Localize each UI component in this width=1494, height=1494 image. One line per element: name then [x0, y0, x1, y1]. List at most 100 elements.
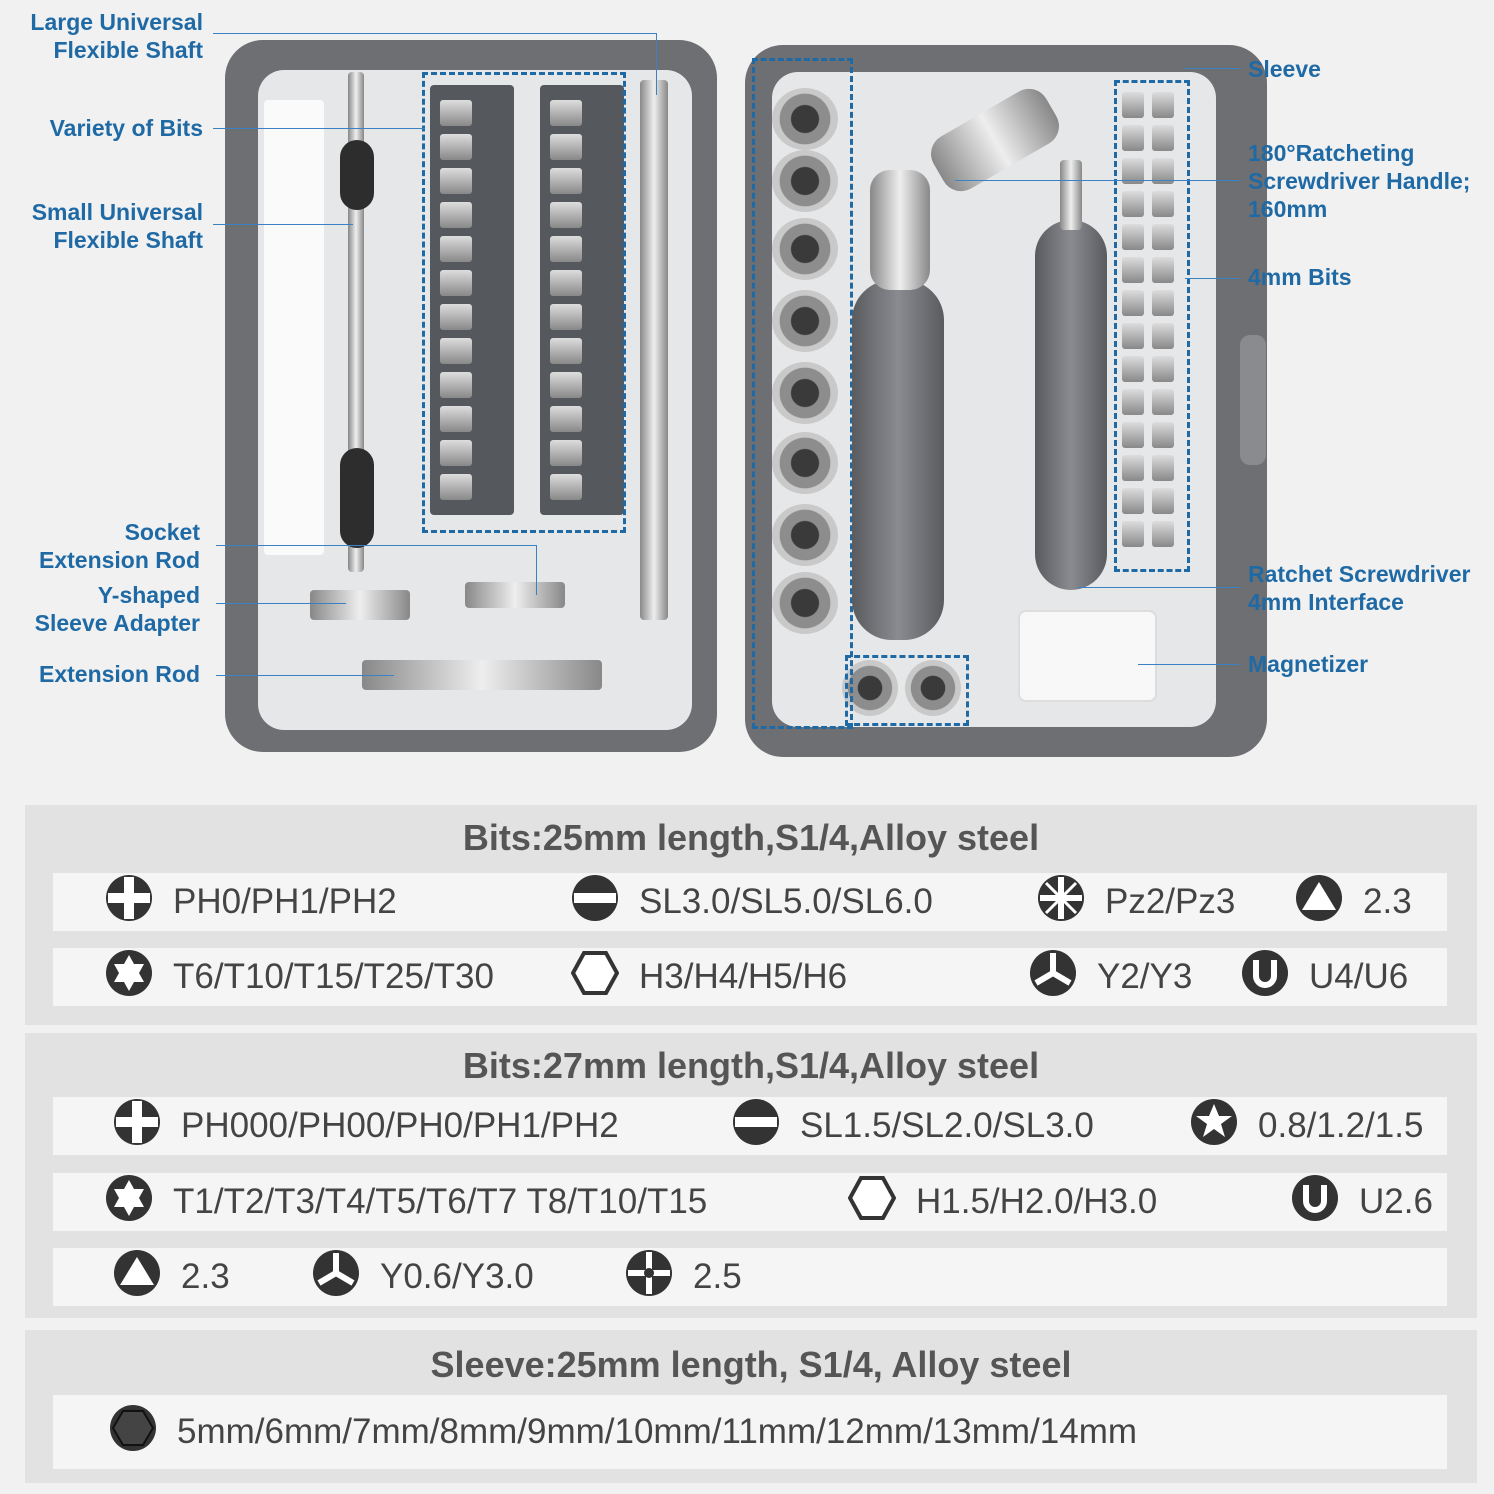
4mm-bit — [1122, 125, 1144, 151]
bit — [550, 474, 582, 500]
spec-text: 2.5 — [693, 1257, 742, 1296]
spec-text: H1.5/H2.0/H3.0 — [916, 1182, 1158, 1221]
case-latch — [1240, 335, 1266, 465]
bit — [440, 270, 472, 296]
leader-line — [213, 224, 353, 225]
callout-large-flexible-shaft: Large Universal Flexible Shaft — [30, 9, 203, 63]
4mm-bit — [1152, 191, 1174, 217]
spec-text: U4/U6 — [1309, 957, 1409, 996]
leader-line — [213, 33, 656, 34]
bit — [440, 134, 472, 160]
spec-item: U2.6 — [1291, 1173, 1433, 1231]
spec-item: H3/H4/H5/H6 — [570, 948, 848, 1006]
4mm-bit — [1122, 488, 1144, 514]
tri-wing-icon — [1029, 949, 1077, 1006]
bit — [440, 338, 472, 364]
triangle-icon — [1295, 874, 1343, 931]
extension-rod — [362, 660, 602, 690]
spec-item: T6/T10/T15/T25/T30 — [105, 948, 494, 1006]
bit — [440, 474, 472, 500]
spec-item: PH000/PH00/PH0/PH1/PH2 — [113, 1097, 619, 1155]
bit — [550, 236, 582, 262]
ratchet-screwdriver-shaft — [1060, 160, 1082, 230]
spec-row: 2.3 Y0.6/Y3.0 2.5 — [53, 1248, 1447, 1306]
hex-socket-icon — [109, 1404, 157, 1461]
spec-text: Y2/Y3 — [1097, 957, 1193, 996]
spec-text: SL3.0/SL5.0/SL6.0 — [639, 882, 933, 921]
callout-magnetizer: Magnetizer — [1248, 651, 1369, 677]
pentalobe-icon — [1190, 1098, 1238, 1155]
spec-item: Pz2/Pz3 — [1037, 873, 1235, 931]
bit — [440, 168, 472, 194]
leader-line — [536, 545, 537, 595]
sleeve-highlight — [752, 58, 853, 729]
4mm-bit — [1122, 521, 1144, 547]
callout-4mm-bits: 4mm Bits — [1248, 264, 1352, 290]
4mm-bit — [1152, 257, 1174, 283]
spec-text: PH0/PH1/PH2 — [173, 882, 397, 921]
bit — [550, 338, 582, 364]
callout-small-flexible-shaft: Small Universal Flexible Shaft — [31, 199, 203, 253]
socket — [772, 88, 838, 150]
4mm-bit — [1152, 323, 1174, 349]
leader-line — [216, 675, 394, 676]
4mm-bit — [1122, 191, 1144, 217]
spec-item: 2.3 — [113, 1248, 230, 1306]
spec-text: 2.3 — [181, 1257, 230, 1296]
bit — [440, 236, 472, 262]
spec-item: SL1.5/SL2.0/SL3.0 — [732, 1097, 1094, 1155]
4mm-bit — [1122, 356, 1144, 382]
spec-item: Y0.6/Y3.0 — [312, 1248, 534, 1306]
spec-text: SL1.5/SL2.0/SL3.0 — [800, 1106, 1094, 1145]
4mm-bit — [1122, 257, 1144, 283]
magnetizer — [1018, 610, 1157, 702]
spec-row: PH000/PH00/PH0/PH1/PH2 SL1.5/SL2.0/SL3.0 0… — [53, 1097, 1447, 1155]
ratchet-head — [870, 170, 930, 290]
spec-text: Pz2/Pz3 — [1105, 882, 1236, 921]
4mm-bit — [1152, 125, 1174, 151]
4mm-bit — [1122, 224, 1144, 250]
bit — [440, 406, 472, 432]
bit — [550, 440, 582, 466]
leader-line — [1138, 664, 1240, 665]
bit — [550, 100, 582, 126]
spec-text: PH000/PH00/PH0/PH1/PH2 — [181, 1106, 619, 1145]
bit — [550, 304, 582, 330]
spec-title: Bits:27mm length,S1/4,Alloy steel — [462, 1045, 1040, 1086]
large-flexible-shaft — [640, 80, 668, 620]
4mm-bit — [1152, 488, 1174, 514]
small-sleeve-highlight — [845, 655, 969, 726]
small-shaft-grip-top — [340, 140, 374, 210]
socket — [772, 504, 838, 566]
bit — [550, 134, 582, 160]
leader-line — [955, 180, 1240, 181]
4mm-bits-highlight — [1114, 80, 1190, 572]
callout-ratcheting-handle: 180°Ratcheting Screwdriver Handle; 160mm — [1248, 140, 1471, 222]
hex-icon — [847, 1174, 897, 1231]
4mm-bit — [1122, 92, 1144, 118]
spec-row: T6/T10/T15/T25/T30 H3/H4/H5/H6 Y2/Y3 U4/U6 — [53, 948, 1447, 1006]
4mm-bit — [1152, 389, 1174, 415]
callout-variety-of-bits: Variety of Bits — [49, 115, 203, 141]
4mm-bit — [1152, 455, 1174, 481]
tri-wing-icon — [312, 1249, 360, 1306]
spec-text: H3/H4/H5/H6 — [639, 957, 848, 996]
leader-line — [216, 603, 346, 604]
4mm-bit — [1152, 224, 1174, 250]
bit — [440, 202, 472, 228]
leader-line — [1185, 68, 1240, 69]
spec-item: H1.5/H2.0/H3.0 — [847, 1173, 1158, 1231]
spec-item: 0.8/1.2/1.5 — [1190, 1097, 1423, 1155]
spec-item: T1/T2/T3/T4/T5/T6/T7 T8/T10/T15 — [105, 1173, 707, 1231]
spec-text: T6/T10/T15/T25/T30 — [173, 957, 494, 996]
bit-card — [264, 100, 324, 555]
socket — [772, 572, 838, 634]
spec-title: Sleeve:25mm length, S1/4, Alloy steel — [430, 1344, 1072, 1385]
u-shape-icon — [1241, 949, 1289, 1006]
4mm-bit — [1152, 290, 1174, 316]
bit — [550, 168, 582, 194]
spec-row: T1/T2/T3/T4/T5/T6/T7 T8/T10/T15 H1.5/H2.0… — [53, 1173, 1447, 1231]
